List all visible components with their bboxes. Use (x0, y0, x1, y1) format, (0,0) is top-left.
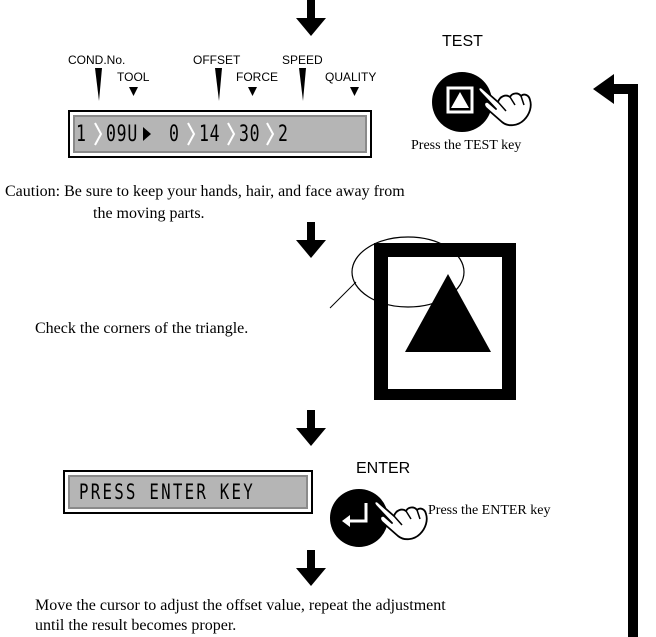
cursor-icon (143, 127, 151, 141)
caution-line-2: the moving parts. (93, 205, 205, 222)
triangle-figure (329, 236, 516, 400)
footer-line-2: until the result becomes proper. (35, 617, 237, 634)
triangle-in-square-icon (446, 86, 474, 114)
label-force: FORCE (236, 70, 278, 84)
lcd-force-value: 14 (199, 121, 221, 147)
lcd-condition-display: 1 09U 0 14 30 2 (68, 110, 372, 158)
separator-icon (266, 122, 275, 146)
lcd-quality-value: 2 (278, 121, 289, 147)
test-key-caption: Press the TEST key (411, 138, 522, 153)
return-loop-arrow-icon (593, 74, 638, 637)
lcd-cond-no-value: 1 (76, 121, 87, 147)
pointer-tool (129, 87, 138, 96)
separator-icon (187, 122, 196, 146)
pointer-speed (299, 68, 306, 101)
pointer-markers (95, 68, 359, 101)
label-cond-no: COND.No. (68, 53, 126, 67)
label-speed: SPEED (282, 53, 323, 67)
pointer-offset (215, 68, 222, 101)
separator-icon (94, 122, 103, 146)
pointer-cond-no (95, 68, 102, 101)
label-tool: TOOL (117, 70, 150, 84)
caution-line-1: Caution: Be sure to keep your hands, hai… (5, 183, 405, 200)
check-text: Check the corners of the triangle. (35, 320, 249, 337)
label-offset: OFFSET (193, 53, 241, 67)
enter-key-caption: Press the ENTER key (428, 503, 551, 518)
separator-icon (226, 122, 235, 146)
footer-line-1: Move the cursor to adjust the offset val… (35, 597, 446, 614)
enter-key-title: ENTER (356, 460, 411, 477)
magnifier-oval-icon (351, 236, 465, 308)
enter-return-icon (342, 503, 368, 527)
pointer-force (248, 87, 257, 96)
lcd-press-enter-display: PRESS ENTER KEY (63, 470, 313, 514)
label-quality: QUALITY (325, 70, 377, 84)
enter-key-button[interactable] (330, 489, 388, 547)
test-key-title: TEST (442, 33, 483, 50)
down-arrow-icon (296, 410, 326, 446)
down-arrow-icon (296, 550, 326, 586)
pointer-quality (350, 87, 359, 96)
leader-line (329, 281, 357, 309)
lcd-tool-value: 09U (106, 121, 139, 147)
pressing-hand-icon (373, 500, 428, 541)
lcd-press-enter-text: PRESS ENTER KEY (79, 480, 255, 504)
down-arrow-icon (296, 222, 326, 258)
solid-triangle (405, 274, 491, 352)
down-arrow-icon (296, 0, 326, 36)
pressing-hand-icon (477, 86, 532, 127)
lcd-offset-value: 0 (169, 121, 180, 147)
lcd-speed-value: 30 (238, 121, 261, 147)
test-key-button[interactable] (432, 72, 492, 132)
